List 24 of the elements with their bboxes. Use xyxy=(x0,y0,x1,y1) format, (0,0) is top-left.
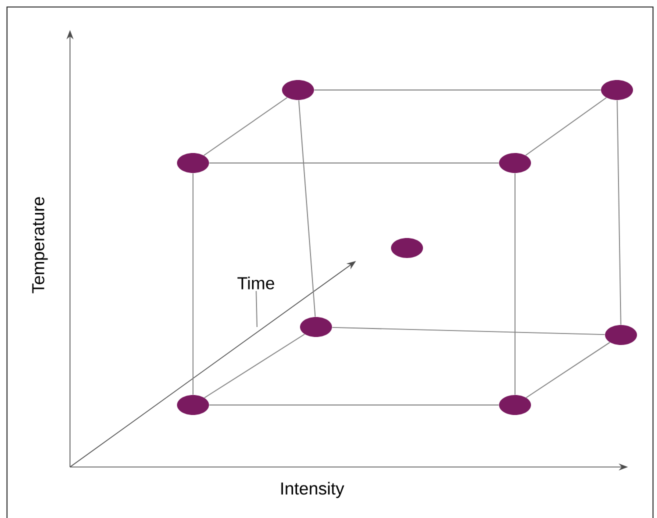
data-point xyxy=(177,395,209,415)
cube-edge xyxy=(204,334,305,398)
cube-edge xyxy=(332,326,606,336)
data-point xyxy=(282,80,314,100)
leader-line xyxy=(256,290,258,328)
cube-edge xyxy=(192,172,194,396)
data-point xyxy=(177,153,209,173)
cube-edge xyxy=(525,97,607,156)
cube-edge xyxy=(203,97,288,156)
data-point xyxy=(391,238,423,258)
axis-label: Intensity xyxy=(281,482,344,498)
cube-edge xyxy=(526,342,610,398)
data-point xyxy=(605,325,637,345)
data-point xyxy=(601,80,633,100)
axis-label: Time xyxy=(237,276,274,290)
data-point xyxy=(300,317,332,337)
axis-label: Temperature xyxy=(32,197,48,294)
data-point xyxy=(499,153,531,173)
cube-edge xyxy=(208,162,500,164)
cube-edge xyxy=(514,172,516,396)
cube-edge xyxy=(616,100,622,326)
data-point xyxy=(499,395,531,415)
cube-edge xyxy=(298,100,316,318)
cube-edge xyxy=(208,404,500,406)
